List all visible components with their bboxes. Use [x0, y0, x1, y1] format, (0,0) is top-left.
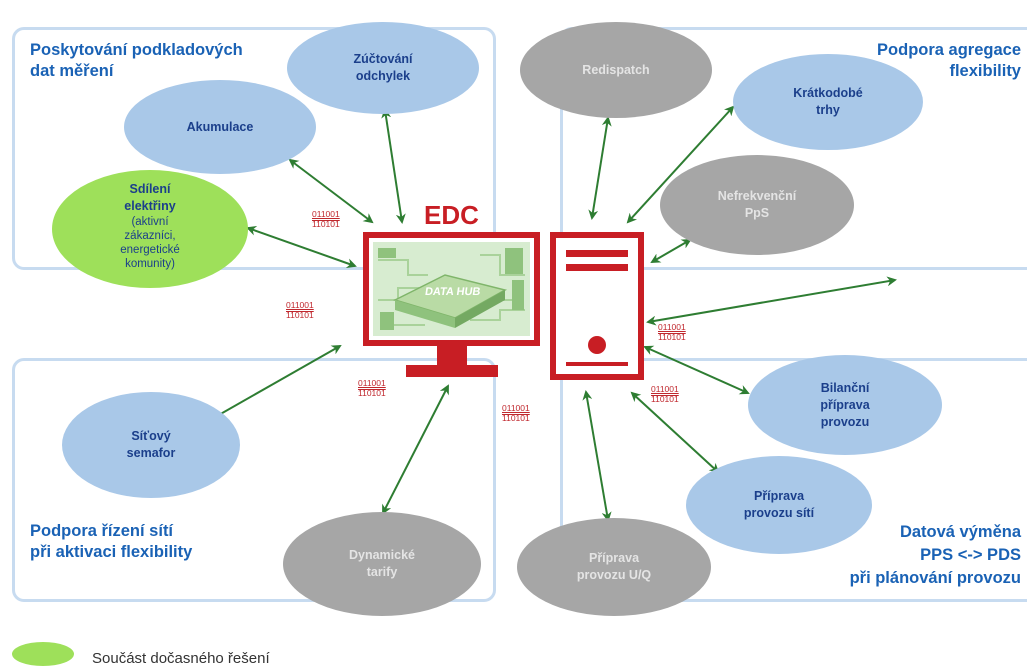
edc-label: EDC: [424, 200, 479, 230]
arrow-nefrekvencni: [650, 238, 692, 264]
arrow-sdileni: [246, 225, 357, 269]
arrow-akumulace: [288, 158, 374, 224]
quadrant-top-right-title: Podpora agregace flexibility: [877, 41, 1021, 80]
arrow-flex-right: [646, 276, 897, 326]
node-dynamicke-tarify: Dynamické tarify: [283, 512, 481, 616]
node-zuctovani-odchylek: Zúčtování odchylek: [287, 22, 479, 114]
quadrant-top-left-title: Poskytování podkladových dat měření: [30, 41, 243, 80]
quadrant-top-right-frame: [560, 27, 1027, 270]
arrow-zuctovani: [381, 108, 406, 224]
legend-swatch: [12, 642, 74, 666]
node-nefrekvencni-pps: Nefrekvenční PpS: [660, 155, 854, 255]
arrow-redispatch: [588, 116, 612, 220]
node-bilancni-priprava-provozu: Bilanční příprava provozu: [748, 355, 942, 455]
legend-text: Součást dočasného řešení: [92, 650, 270, 667]
arrow-dynamicke: [382, 384, 449, 515]
quadrant-bottom-left-title: Podpora řízení sítí při aktivaci flexibi…: [30, 522, 193, 561]
node-priprava-provozu-uq: Příprava provozu U/Q: [517, 518, 711, 616]
arrow-bilancni: [643, 345, 750, 395]
node-sitovy-semafor: Síťový semafor: [62, 392, 240, 498]
node-redispatch: Redispatch: [520, 22, 712, 118]
quadrant-top-left-frame: [12, 27, 496, 270]
arrow-priprava-siti: [630, 391, 720, 474]
quadrant-bottom-right-title: Datová výměna PPS <-> PDS při plánování …: [849, 523, 1021, 587]
quadrant-bottom-right-frame: [560, 358, 1027, 602]
node-sdileni-elektriny: Sdílení elektřiny (aktivní zákazníci, en…: [52, 170, 248, 288]
node-akumulace: Akumulace: [124, 80, 316, 174]
data-hub-label: DATA HUB: [424, 286, 482, 298]
node-kratkodobe-trhy: Krátkodobé trhy: [733, 54, 923, 150]
arrow-sitovy: [208, 345, 342, 421]
arrow-kratkodobe: [626, 105, 735, 224]
node-priprava-provozu-siti: Příprava provozu sítí: [686, 456, 872, 554]
arrow-priprava-uq: [582, 390, 612, 522]
